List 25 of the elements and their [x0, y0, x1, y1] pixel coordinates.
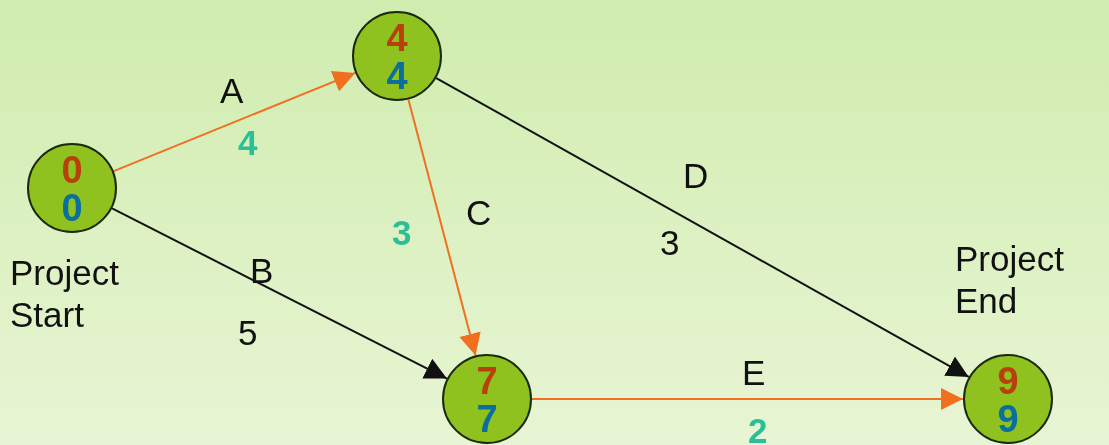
- event-caption: Project End: [955, 238, 1065, 322]
- activity-label: A: [220, 70, 244, 112]
- activity-label: B: [250, 250, 274, 292]
- earliest-time: 9: [996, 362, 1020, 400]
- activity-arrow: [111, 207, 448, 380]
- earliest-time: 7: [475, 362, 499, 400]
- event-caption: Project Start: [10, 252, 120, 336]
- duration-label: 4: [238, 122, 258, 164]
- duration-label: 5: [238, 312, 258, 354]
- latest-time: 7: [475, 400, 499, 438]
- latest-time: 9: [996, 400, 1020, 438]
- duration-label: 2: [748, 410, 768, 445]
- earliest-time: 4: [385, 19, 409, 57]
- activity-label: D: [683, 155, 709, 197]
- activity-label: E: [742, 352, 766, 394]
- latest-time: 0: [60, 189, 84, 227]
- duration-label: 3: [392, 212, 412, 254]
- activity-arrow: [407, 98, 481, 357]
- earliest-time: 0: [60, 151, 84, 189]
- activity-arrow: [435, 77, 970, 378]
- activity-arrow: [112, 71, 357, 173]
- activity-arrow: [531, 388, 964, 410]
- latest-time: 4: [385, 57, 409, 95]
- activity-label: C: [466, 192, 492, 234]
- duration-label: 3: [660, 222, 680, 264]
